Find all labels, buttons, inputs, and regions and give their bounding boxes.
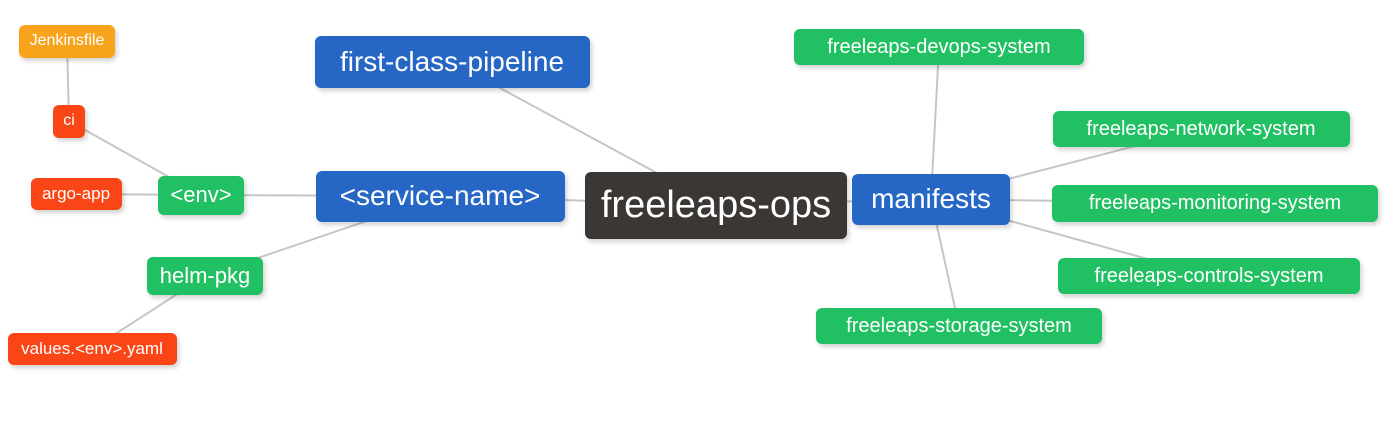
node-argo-app[interactable]: argo-app: [30, 178, 122, 210]
node-service-name[interactable]: <service-name>: [315, 170, 565, 222]
node-first-class-pipeline[interactable]: first-class-pipeline: [314, 36, 590, 88]
node-env[interactable]: <env>: [158, 175, 244, 215]
node-storage-system[interactable]: freeleaps-storage-system: [816, 308, 1102, 344]
node-helm-pkg[interactable]: helm-pkg: [147, 257, 263, 295]
node-freeleaps-ops[interactable]: freeleaps-ops: [585, 171, 847, 239]
node-values-env-yaml[interactable]: values.<env>.yaml: [7, 333, 177, 365]
node-network-system[interactable]: freeleaps-network-system: [1052, 111, 1350, 147]
node-monitoring-system[interactable]: freeleaps-monitoring-system: [1052, 184, 1378, 222]
node-ci[interactable]: ci: [53, 104, 85, 138]
node-manifests[interactable]: manifests: [852, 173, 1010, 225]
node-jenkinsfile[interactable]: Jenkinsfile: [19, 24, 115, 58]
node-devops-system[interactable]: freeleaps-devops-system: [794, 29, 1084, 65]
node-controls-system[interactable]: freeleaps-controls-system: [1058, 258, 1360, 294]
